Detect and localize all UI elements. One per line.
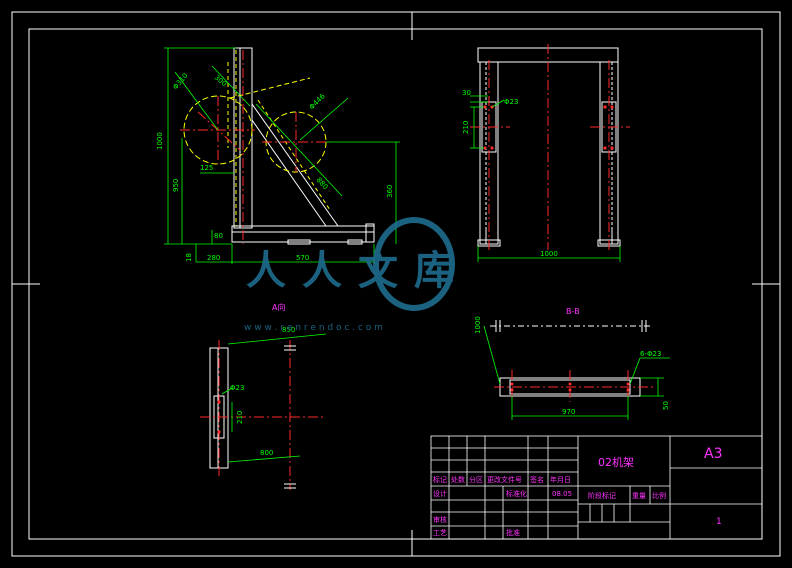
dim-front-r1: 300: [213, 73, 228, 88]
dim-front-foot: 18: [185, 253, 193, 262]
tb-scale: 比例: [652, 491, 666, 500]
sheet-size: A3: [704, 446, 722, 462]
scale-value: 1: [716, 517, 722, 527]
dim-side-210: 210: [462, 121, 470, 134]
tb-approve: 批准: [506, 528, 520, 537]
dim-front-dia2: Φ446: [308, 92, 327, 111]
tb-date: 08.05: [552, 490, 572, 498]
dim-front-height2: 950: [172, 179, 180, 192]
dim-front-w2: 570: [296, 254, 309, 262]
dim-b-holes: 6-Φ23: [640, 350, 661, 358]
watermark: 人人文库 w w w . r e n r e n d o c . c o m: [244, 217, 470, 333]
b-view: B-B: [474, 307, 670, 420]
a-view: A向 850 Φ23 210 8: [200, 302, 327, 490]
tb-review: 审核: [433, 515, 447, 524]
dim-side-width: 1000: [540, 250, 558, 258]
dim-b-50: 50: [662, 401, 670, 410]
drawing-name: 02机架: [598, 455, 634, 469]
dim-a-top: 850: [282, 326, 295, 334]
dim-side-dia: Φ23: [504, 98, 518, 106]
dim-front-125: 125: [200, 164, 213, 172]
front-column: [233, 47, 253, 229]
dim-b-vert: 1000: [474, 316, 482, 334]
dim-front-height: 1000: [156, 132, 164, 150]
a-view-label: A向: [272, 302, 285, 312]
tb-row1-c4: 签名: [530, 475, 544, 484]
b-view-label: B-B: [566, 307, 580, 316]
side-view: 30 Φ23 210 1000: [462, 44, 630, 262]
dim-a-dia: Φ23: [230, 384, 244, 392]
dim-a-210: 210: [236, 411, 244, 424]
dim-side-30: 30: [462, 89, 471, 97]
watermark-logo: 人人文库: [246, 248, 470, 294]
front-brace-b: [251, 119, 327, 227]
drawing-frame: [11, 11, 781, 557]
dim-front-lower: 360: [386, 185, 394, 198]
dim-a-bottom: 800: [260, 449, 273, 457]
title-block-text: 02机架 A3 1 标记 处数 分区 更改文件号 签名 年月日 设计 标准化 0…: [433, 446, 722, 537]
tb-row1-c3: 更改文件号: [487, 475, 522, 484]
tb-row1-c2: 分区: [469, 475, 483, 484]
dim-front-base: 80: [214, 232, 223, 240]
tb-standardization: 标准化: [506, 489, 527, 498]
tb-process: 工艺: [433, 529, 447, 537]
watermark-url: w w w . r e n r e n d o c . c o m: [244, 323, 383, 333]
tb-row1-c5: 年月日: [550, 475, 571, 484]
tb-row1-c0: 标记: [433, 475, 447, 484]
dim-b-width: 970: [562, 408, 575, 416]
title-block: [430, 435, 763, 540]
tb-weight: 重量: [632, 492, 646, 500]
dim-front-w1: 280: [207, 254, 220, 262]
tb-stage-mark: 阶段标记: [588, 491, 616, 500]
tb-designer: 设计: [433, 489, 447, 498]
tb-row1-c1: 处数: [451, 475, 465, 484]
front-brace-a: [251, 103, 339, 227]
front-view: 1000 950 360 80 18 280 570 Φ310 Φ446 300…: [156, 47, 400, 264]
